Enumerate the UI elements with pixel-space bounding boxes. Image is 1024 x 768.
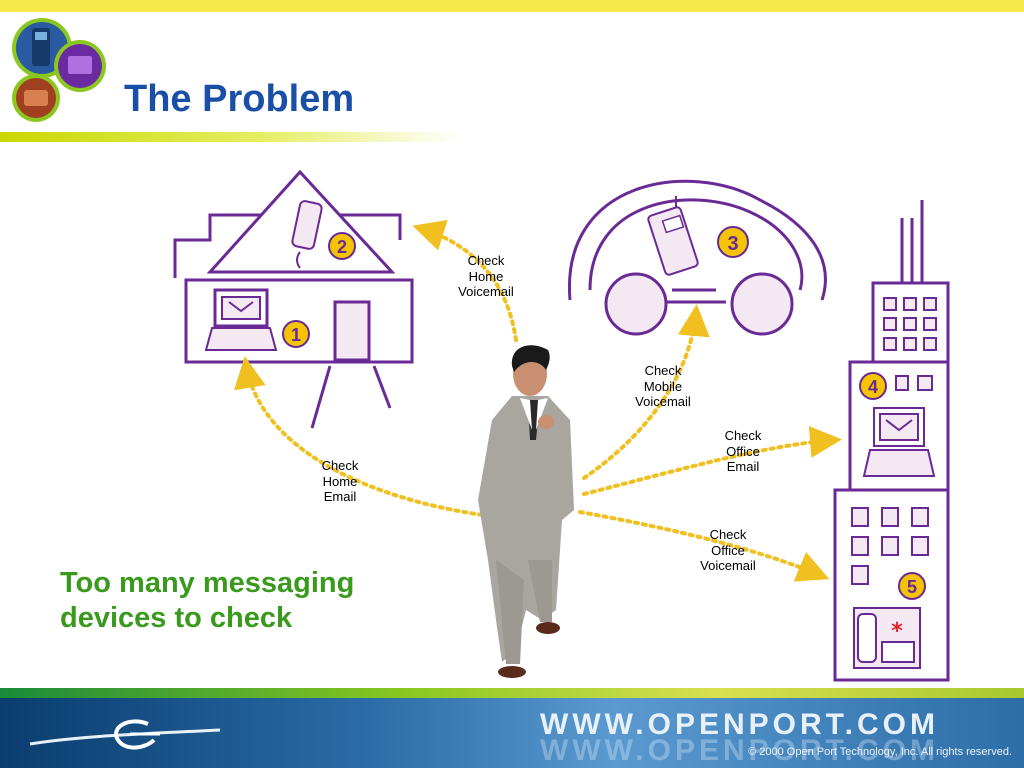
- badge-3: 3: [717, 226, 749, 258]
- office-laptop-icon: [862, 407, 936, 477]
- badge-4-label: 4: [868, 377, 878, 397]
- tagline: Too many messaging devices to check: [60, 566, 354, 636]
- mobile-phone-icon: [647, 196, 699, 276]
- footer-accent-line: [0, 688, 1024, 698]
- arrow-home-voicemail: [412, 219, 518, 342]
- devices-logo-icon: [12, 18, 106, 122]
- laptop-icon: [204, 288, 278, 351]
- tagline-line-2: devices to check: [60, 602, 293, 634]
- businessman-figure: [478, 345, 574, 678]
- tagline-line-1: Too many messaging: [60, 567, 355, 599]
- badge-5: 5: [898, 572, 926, 600]
- footer-copyright: © 2000 Open Port Technology, Inc. All ri…: [748, 746, 1012, 758]
- cordless-phone-icon: [291, 200, 323, 269]
- car-illustration: [568, 179, 827, 336]
- arrow-home-email: [234, 356, 492, 518]
- badge-2: 2: [328, 232, 356, 260]
- desk-phone-icon: [853, 607, 921, 669]
- page-title: The Problem: [124, 78, 355, 120]
- badge-4: 4: [859, 372, 887, 400]
- badge-3-label: 3: [727, 233, 738, 255]
- arrow-office-voicemail: [578, 510, 830, 582]
- messaging-diagram: 2 1 3: [173, 169, 950, 682]
- title-underline: [0, 132, 1024, 142]
- badge-1-label: 1: [291, 325, 301, 345]
- asterisk-icon: *: [891, 619, 903, 644]
- openport-swoosh-logo-icon: [29, 719, 221, 750]
- arrow-office-email: [582, 425, 842, 496]
- arrow-mobile-voicemail: [582, 304, 710, 480]
- office-building-illustration: [833, 200, 950, 682]
- badge-5-label: 5: [907, 577, 917, 597]
- footer-url: WWW.OPENPORT.COM: [540, 708, 939, 741]
- badge-1: 1: [282, 320, 310, 348]
- top-accent-bar: [0, 0, 1024, 12]
- badge-2-label: 2: [337, 237, 347, 257]
- house-illustration: [173, 169, 414, 429]
- footer-banner: WWW.OPENPORT.COM WWW.OPENPORT.COM © 2000…: [0, 698, 1024, 768]
- footer-url-reflection: WWW.OPENPORT.COM: [540, 734, 939, 767]
